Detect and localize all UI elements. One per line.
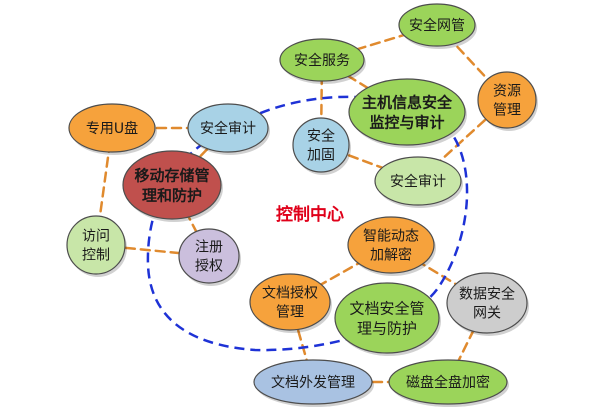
- node-label: 文档安全管: [349, 299, 424, 317]
- node-label: 安全网管: [409, 17, 465, 34]
- node-label: 安全审计: [200, 120, 256, 137]
- node-security-service: 安全服务: [279, 38, 366, 84]
- node-shape: [68, 103, 156, 153]
- node-shape: [253, 359, 373, 405]
- node-shape: [477, 71, 537, 129]
- node-label: 授权: [195, 258, 223, 274]
- node-label: 管理: [276, 304, 304, 320]
- node-label: 数据安全: [459, 286, 515, 303]
- node-shape: [187, 103, 269, 153]
- node-label: 文档授权: [262, 286, 318, 302]
- node-label: 文档外发管理: [271, 375, 355, 391]
- node-shape: [279, 38, 365, 82]
- node-label: 理与防护: [357, 320, 417, 338]
- node-shape: [334, 282, 440, 354]
- node-security-audit-right: 安全审计: [374, 156, 463, 208]
- node-label: 管理: [493, 102, 521, 118]
- node-label: 专用U盘: [86, 120, 138, 137]
- node-shape: [292, 117, 350, 173]
- node-label: 主机信息安全: [362, 93, 453, 111]
- node-shape: [66, 215, 126, 275]
- node-shape: [374, 156, 462, 206]
- node-label: 监控与审计: [369, 114, 444, 132]
- node-label: 加解密: [370, 246, 412, 263]
- node-shape: [347, 216, 435, 274]
- node-shape: [249, 273, 331, 331]
- node-shape: [348, 78, 466, 146]
- node-label: 智能动态: [363, 229, 419, 245]
- node-security-audit-left: 安全审计: [187, 103, 270, 155]
- node-label: 安全服务: [294, 52, 350, 69]
- node-shape: [388, 359, 508, 405]
- node-disk-encryption: 磁盘全盘加密: [388, 359, 509, 407]
- node-label: 加固: [307, 147, 335, 163]
- node-secure-network: 安全网管: [398, 3, 477, 49]
- node-usb-drive: 专用U盘: [68, 103, 157, 155]
- node-label: 注册: [195, 240, 223, 256]
- node-label: 资源: [493, 84, 521, 100]
- node-shape: [398, 3, 476, 47]
- node-document-outbound: 文档外发管理: [253, 359, 374, 407]
- node-shape: [122, 150, 222, 220]
- node-label: 理和防护: [142, 187, 202, 205]
- node-label: 访问: [82, 229, 110, 245]
- center-label: 控制中心: [276, 204, 344, 225]
- nodes-layer: 安全网管安全服务资源管理主机信息安全监控与审计安全审计专用U盘安全加固安全审计移…: [66, 3, 538, 407]
- node-label: 网关: [473, 305, 501, 321]
- node-label: 移动存储管: [134, 166, 209, 184]
- node-shape: [178, 228, 240, 284]
- node-label: 控制: [82, 247, 110, 263]
- node-shape: [446, 272, 528, 334]
- node-label: 磁盘全盘加密: [406, 374, 490, 391]
- node-label: 安全: [307, 128, 335, 145]
- node-label: 安全审计: [390, 173, 446, 190]
